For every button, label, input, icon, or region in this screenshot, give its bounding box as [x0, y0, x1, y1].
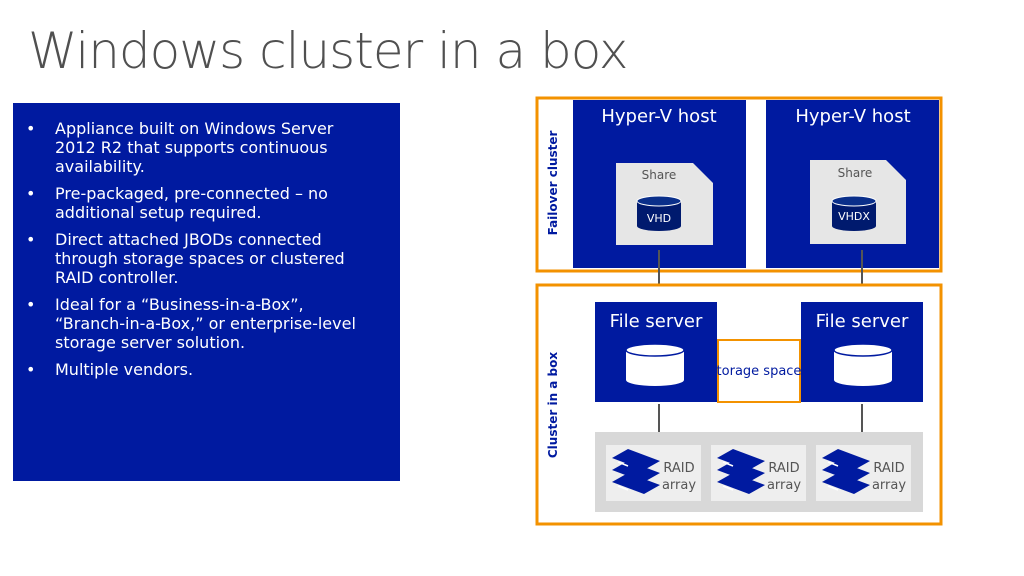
raid-server-icon [612, 449, 660, 494]
storage-space-label: torage space [717, 364, 802, 379]
bullet-item: Direct attached JBODs connected through … [13, 230, 400, 287]
vhdx-disk-icon [831, 195, 877, 231]
bullet-panel: Appliance built on Windows Server 2012 R… [13, 103, 400, 481]
share-label: Share [838, 166, 873, 180]
hyperv-host-2: Hyper-V host Share VHDX [766, 100, 939, 268]
raid-label-line2: array [662, 478, 696, 493]
raid-label-line2: array [872, 478, 906, 493]
hyperv-host-1: Hyper-V host Share VHD [573, 100, 746, 268]
disk-label: VHD [647, 212, 671, 225]
raid-label-line1: RAID [768, 461, 799, 476]
host-title: Hyper-V host [601, 106, 716, 127]
raid-label-line2: array [767, 478, 801, 493]
bullet-item: Multiple vendors. [13, 360, 400, 379]
raid-label-line1: RAID [663, 461, 694, 476]
database-icon [625, 343, 685, 386]
storage-space-box [717, 339, 801, 403]
raid-array-1: RAID array [606, 445, 701, 501]
file-server-title: File server [816, 311, 909, 332]
host-title: Hyper-V host [795, 106, 910, 127]
raid-array-2: RAID array [711, 445, 806, 501]
raid-server-icon [822, 449, 870, 494]
bullet-item: Appliance built on Windows Server 2012 R… [13, 119, 400, 176]
file-server-1: File server [595, 302, 717, 402]
bullet-list: Appliance built on Windows Server 2012 R… [13, 103, 400, 379]
database-icon [833, 343, 893, 386]
bullet-item: Pre-packaged, pre-connected – no additio… [13, 184, 400, 222]
file-server-title: File server [610, 311, 703, 332]
raid-label-line1: RAID [873, 461, 904, 476]
raid-array-3: RAID array [816, 445, 911, 501]
disk-label: VHDX [838, 210, 870, 223]
vhd-disk-icon [636, 195, 682, 231]
raid-server-icon [717, 449, 765, 494]
page-title: Windows cluster in a box [28, 22, 628, 80]
cluster-in-a-box-label: Cluster in a box [546, 352, 560, 459]
share-label: Share [642, 168, 677, 182]
bullet-item: Ideal for a “Business-in-a-Box”, “Branch… [13, 295, 400, 352]
file-server-2: File server [801, 302, 923, 402]
failover-cluster-label: Failover cluster [546, 131, 560, 236]
